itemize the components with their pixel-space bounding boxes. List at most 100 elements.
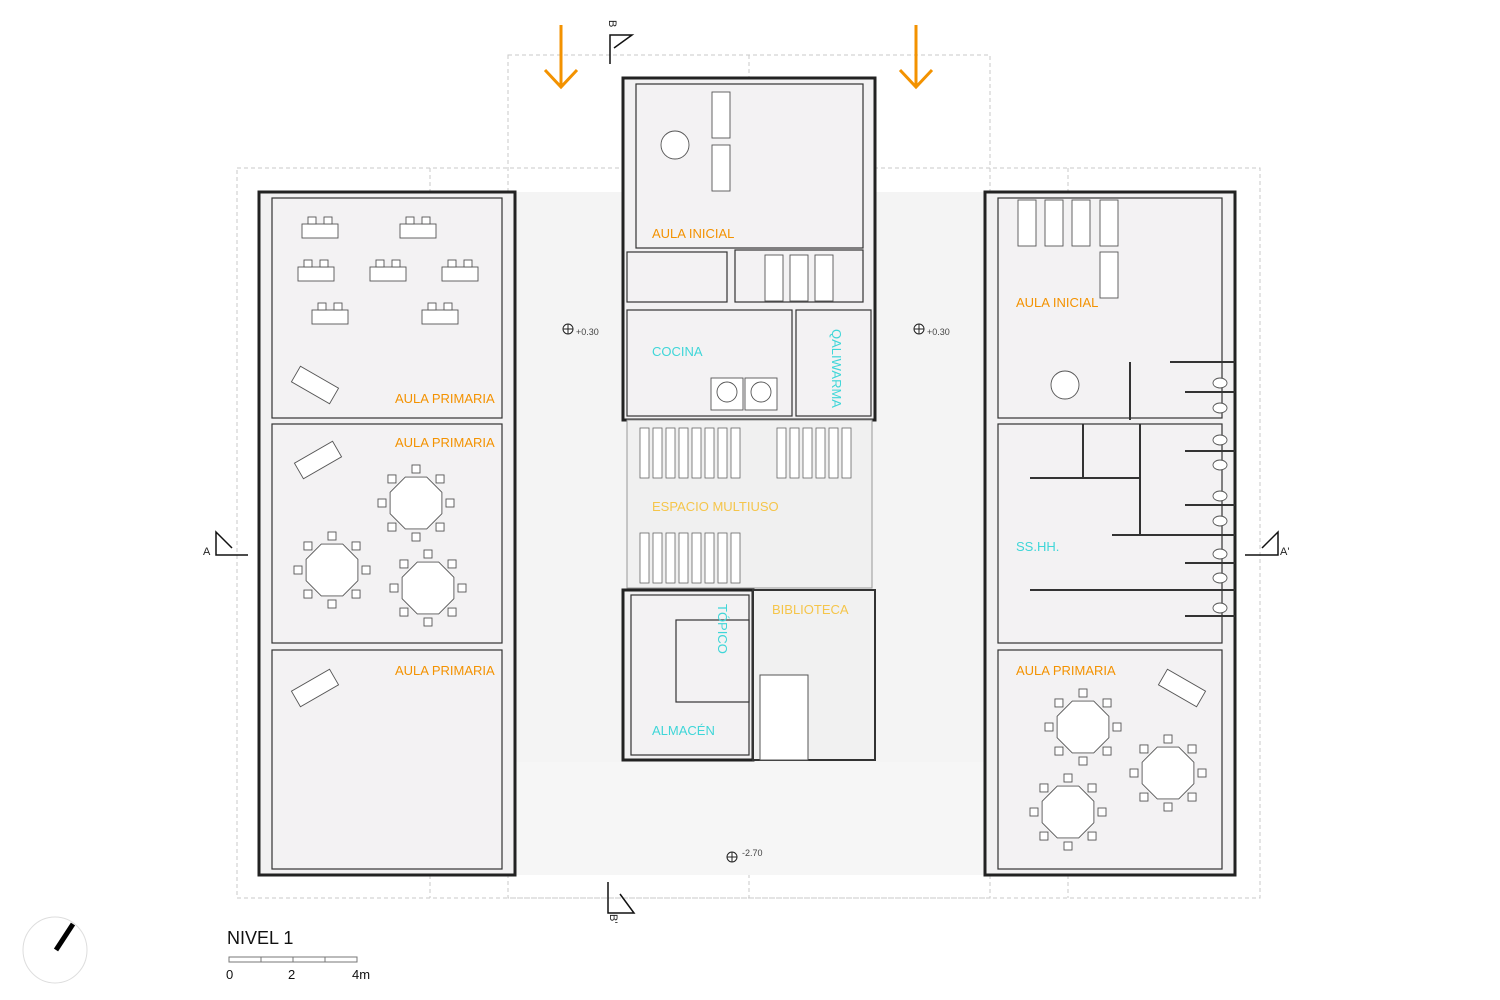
chair <box>327 599 337 609</box>
level-bottom: -2.70 <box>742 848 763 858</box>
chair <box>457 583 467 593</box>
level-title: NIVEL 1 <box>227 928 293 948</box>
chair <box>377 498 387 508</box>
section-label-a: A <box>203 546 211 558</box>
chair <box>1078 688 1088 698</box>
mat <box>1044 199 1064 247</box>
chair <box>1054 746 1064 756</box>
chair <box>423 549 433 559</box>
chair <box>387 522 397 532</box>
teacher-desk <box>290 668 340 708</box>
group-table <box>1141 746 1195 800</box>
section-label-a-prime: A' <box>1280 546 1289 558</box>
toilet <box>1212 402 1228 414</box>
section-marker-b-icon <box>609 34 635 64</box>
round-table <box>660 130 690 160</box>
folding-panel <box>639 427 650 479</box>
chair <box>1029 807 1039 817</box>
chair <box>1163 734 1173 744</box>
chair <box>399 559 409 569</box>
chair <box>1044 722 1054 732</box>
folding-panel <box>815 427 826 479</box>
folding-panel <box>678 427 689 479</box>
chair <box>1163 802 1173 812</box>
chair <box>293 565 303 575</box>
desk <box>311 309 349 325</box>
chair <box>319 259 329 268</box>
desk <box>441 266 479 282</box>
chair <box>1187 744 1197 754</box>
section-label-b-prime: B' <box>607 914 619 923</box>
room-label-biblioteca: BIBLIOTECA <box>772 602 849 617</box>
chair <box>1063 841 1073 851</box>
teacher-desk <box>293 440 343 480</box>
chair <box>421 216 431 225</box>
arrow-down-icon <box>898 25 934 90</box>
chair <box>303 259 313 268</box>
chair <box>399 607 409 617</box>
mat <box>814 254 834 302</box>
room-label-topico: TÓPICO <box>715 604 730 654</box>
furniture <box>290 91 1228 851</box>
chair <box>375 259 385 268</box>
folding-panel <box>665 427 676 479</box>
room-label-qaliwarma: QALIWARMA <box>829 329 844 408</box>
chair <box>387 474 397 484</box>
room-label-aula-primaria-right: AULA PRIMARIA <box>1016 663 1116 678</box>
room-label-almacen: ALMACÉN <box>652 723 715 738</box>
folding-panel <box>652 427 663 479</box>
level-left: +0.30 <box>576 327 599 337</box>
chair <box>1102 746 1112 756</box>
chair <box>351 589 361 599</box>
chair <box>1139 792 1149 802</box>
chair <box>447 259 457 268</box>
chair <box>333 302 343 311</box>
toilet <box>1212 572 1228 584</box>
toilet <box>1212 434 1228 446</box>
group-table <box>305 543 359 597</box>
desk <box>421 309 459 325</box>
toilet <box>1212 602 1228 614</box>
chair <box>303 541 313 551</box>
group-table <box>1056 700 1110 754</box>
folding-panel <box>730 427 741 479</box>
section-marker-a-icon <box>215 530 248 556</box>
left-block <box>257 190 517 877</box>
toilet <box>1212 377 1228 389</box>
folding-panel <box>691 427 702 479</box>
chair <box>1187 792 1197 802</box>
mat <box>711 91 731 139</box>
chair <box>1087 783 1097 793</box>
patio-floor <box>515 762 985 875</box>
room-label-espacio-multiuso: ESPACIO MULTIUSO <box>652 499 779 514</box>
toilet <box>1212 490 1228 502</box>
north-arrow-icon <box>22 916 88 984</box>
chair <box>435 522 445 532</box>
chair <box>327 531 337 541</box>
chair <box>411 464 421 474</box>
mat <box>764 254 784 302</box>
round-table <box>1050 370 1080 400</box>
mat <box>711 144 731 192</box>
section-marker-a-prime-icon <box>1245 530 1279 556</box>
chair <box>1097 807 1107 817</box>
chair <box>1139 744 1149 754</box>
mat <box>789 254 809 302</box>
folding-panel <box>704 532 715 584</box>
desk <box>297 266 335 282</box>
chair <box>1039 831 1049 841</box>
toilet <box>1212 459 1228 471</box>
chair <box>443 302 453 311</box>
chair <box>411 532 421 542</box>
folding-panel <box>717 427 728 479</box>
level-markers <box>562 323 925 863</box>
chair <box>1087 831 1097 841</box>
room-label-cocina: COCINA <box>652 344 703 359</box>
folding-panel <box>730 532 741 584</box>
section-marker-b-prime-icon <box>607 882 636 914</box>
folding-panel <box>704 427 715 479</box>
group-table <box>1041 785 1095 839</box>
group-table <box>389 476 443 530</box>
teacher-desk <box>1157 668 1207 708</box>
chair <box>307 216 317 225</box>
